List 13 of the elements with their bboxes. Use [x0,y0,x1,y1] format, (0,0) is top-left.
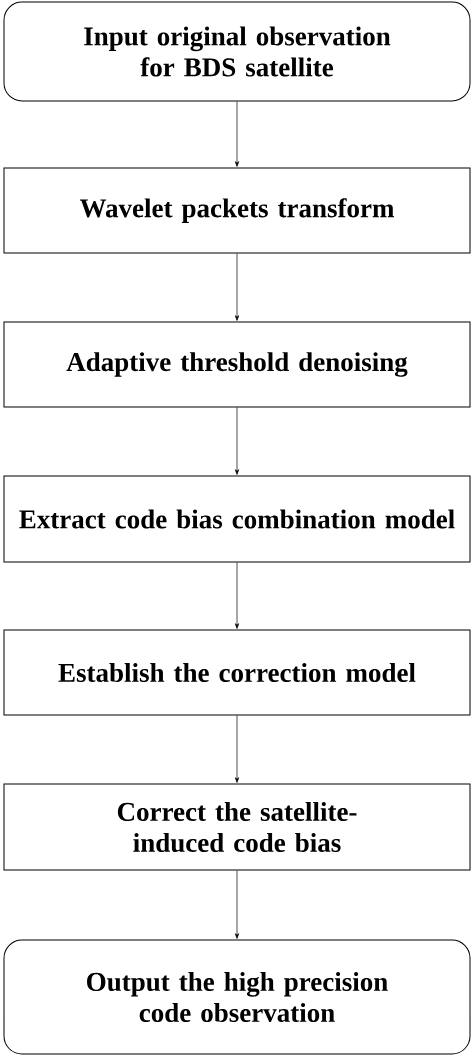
terminal-box: Output the high precision code observation [3,939,471,1055]
arrow [234,562,240,629]
arrow [234,870,240,939]
process-box: Establish the correction model [3,629,471,716]
terminal-box: Input original observation for BDS satellite [3,1,471,102]
process-box: Wavelet packets transform [3,167,471,254]
arrow [234,407,240,475]
arrow [234,253,240,321]
arrow [234,715,240,783]
process-box: Correct the satellite-induced code bias [3,783,471,871]
process-box: Extract code bias combination model [3,475,471,563]
process-box: Adaptive threshold denoising [3,321,471,408]
arrow [234,101,240,167]
